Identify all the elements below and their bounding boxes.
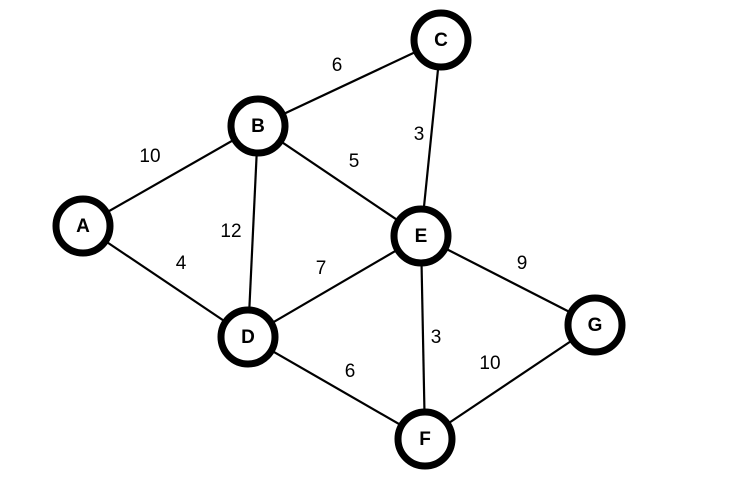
node-d: D: [217, 306, 279, 368]
node-g-circle: [564, 294, 626, 356]
edge-e-f: [419, 235, 427, 440]
node-f-label: F: [419, 429, 431, 450]
edge-weight-d-f: 6: [345, 361, 356, 382]
edge-weight-e-g: 9: [517, 253, 528, 274]
edge-weight-f-g: 10: [479, 353, 500, 374]
node-f: F: [394, 408, 456, 470]
node-g-label: G: [588, 315, 603, 336]
edge-weight-a-b: 10: [139, 146, 160, 167]
edge-weights: 10 4 6 12 5 3 7 6 3 9 10: [139, 55, 527, 382]
node-a-circle: [52, 195, 114, 257]
node-a: A: [52, 195, 114, 257]
edge-b-e: [257, 125, 422, 237]
edge-e-g: [420, 235, 596, 326]
node-c: C: [410, 9, 472, 71]
node-f-circle: [394, 408, 456, 470]
edge-a-b: [82, 125, 259, 227]
node-c-circle: [410, 9, 472, 71]
node-b: B: [227, 95, 289, 157]
node-b-circle: [227, 95, 289, 157]
node-b-label: B: [251, 116, 265, 137]
edge-b-c: [257, 39, 442, 127]
edge-weight-b-c: 6: [332, 55, 343, 76]
edge-b-d: [246, 125, 260, 338]
edge-weight-d-e: 7: [316, 258, 327, 279]
node-d-label: D: [241, 327, 255, 348]
edges: [82, 39, 596, 440]
edge-weight-a-d: 4: [176, 253, 187, 274]
nodes: A B C D E F G: [52, 9, 626, 470]
node-a-label: A: [76, 216, 90, 237]
edge-a-d: [82, 225, 249, 338]
node-e-circle: [390, 205, 452, 267]
edge-weight-e-f: 3: [431, 327, 442, 348]
node-d-circle: [217, 306, 279, 368]
edge-f-g: [424, 324, 596, 440]
edge-c-e: [419, 39, 443, 237]
edge-weight-c-e: 3: [414, 124, 425, 145]
node-g: G: [564, 294, 626, 356]
edge-d-f: [247, 336, 426, 440]
node-c-label: C: [434, 30, 448, 51]
node-e: E: [390, 205, 452, 267]
edge-d-e: [247, 235, 422, 338]
node-e-label: E: [415, 226, 428, 247]
edge-weight-b-e: 5: [349, 151, 360, 172]
edge-weight-b-d: 12: [220, 221, 241, 242]
